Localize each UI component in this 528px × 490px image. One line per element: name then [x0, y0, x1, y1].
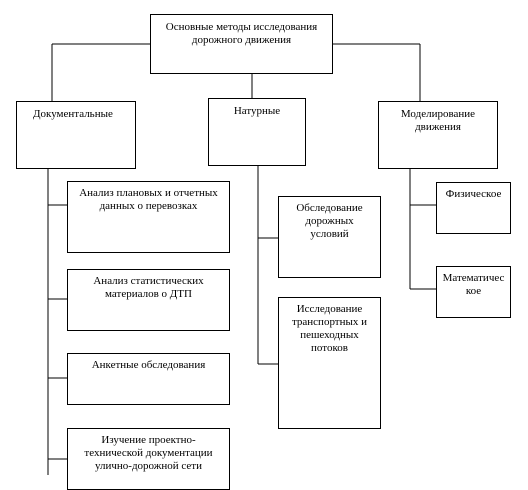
method-label: Исследование транспортных и пешеходных п…	[291, 303, 368, 354]
category-modeling-label: Моделирование движения	[400, 108, 476, 133]
method-road-conditions-survey: Обследование дорожных условий	[278, 196, 381, 278]
method-label: Анализ статистических материалов о ДТП	[93, 275, 204, 300]
method-label: Физическое	[445, 188, 502, 200]
category-modeling: Моделирование движения	[378, 101, 498, 169]
method-questionnaire-surveys: Анкетные обследования	[67, 353, 230, 405]
root-node: Основные методы исследования дорожного д…	[150, 14, 333, 74]
method-label: Обследование дорожных условий	[296, 202, 363, 240]
category-documentary-label: Документальные	[33, 108, 113, 120]
method-label: Изучение проектно- технической документа…	[84, 434, 213, 472]
method-mathematical-modeling: Математичес кое	[436, 266, 511, 318]
category-field: Натурные	[208, 98, 306, 166]
category-field-label: Натурные	[233, 105, 281, 117]
category-documentary: Документальные	[16, 101, 136, 169]
method-label: Анкетные обследования	[91, 359, 206, 371]
root-node-label: Основные методы исследования дорожного д…	[165, 21, 318, 46]
method-label: Математичес кое	[442, 272, 505, 297]
method-label: Анализ плановых и отчетных данных о пере…	[79, 187, 218, 212]
method-traffic-flow-study: Исследование транспортных и пешеходных п…	[278, 297, 381, 429]
method-accident-statistics: Анализ статистических материалов о ДТП	[67, 269, 230, 331]
method-design-documentation: Изучение проектно- технической документа…	[67, 428, 230, 490]
method-plan-data-analysis: Анализ плановых и отчетных данных о пере…	[67, 181, 230, 253]
method-physical-modeling: Физическое	[436, 182, 511, 234]
